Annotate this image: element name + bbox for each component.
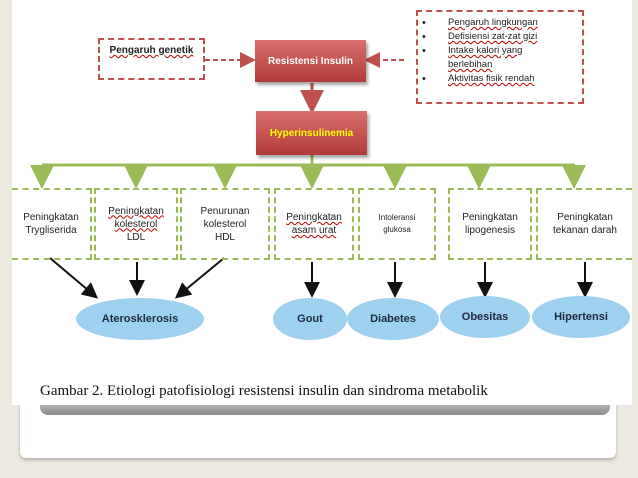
outcome-diabetes: Diabetes <box>347 298 439 340</box>
figure-caption: Gambar 2. Etiologi patofisiologi resiste… <box>40 383 488 399</box>
factor-item: Aktivitas fisik rendah <box>422 72 582 86</box>
hyperinsulinemia-label: Hyperinsulinemia <box>269 127 354 139</box>
factor-item: Intake kalori yang <box>422 44 582 58</box>
hyperinsulinemia-box: Hyperinsulinemia <box>256 111 367 155</box>
slide-band <box>40 403 610 415</box>
diagram-figure: Pengaruh genetik Resistensi Insulin Peng… <box>12 0 632 405</box>
outcome-gout: Gout <box>273 298 347 340</box>
environmental-factors-box: Pengaruh lingkungan Defisiensi zat-zat g… <box>416 10 584 104</box>
outcome-obesity: Obesitas <box>440 296 530 338</box>
insulin-resistance-label: Resistensi Insulin <box>267 55 354 67</box>
insulin-resistance-box: Resistensi Insulin <box>255 40 366 82</box>
tree-branches <box>30 165 586 189</box>
genetic-influence-label: Pengaruh genetik <box>109 45 194 56</box>
outcome-arrows <box>49 257 593 299</box>
outcome-hypertension: Hipertensi <box>532 296 630 338</box>
outcome-atherosclerosis: Aterosklerosis <box>76 298 204 340</box>
factor-item: Pengaruh lingkungan <box>422 16 582 30</box>
factor-item-continued: berlebihan <box>448 59 493 70</box>
connector-layer <box>30 52 593 299</box>
factor-item: Defisiensi zat-zat gizi <box>422 30 582 44</box>
genetic-influence-box: Pengaruh genetik <box>98 38 205 80</box>
